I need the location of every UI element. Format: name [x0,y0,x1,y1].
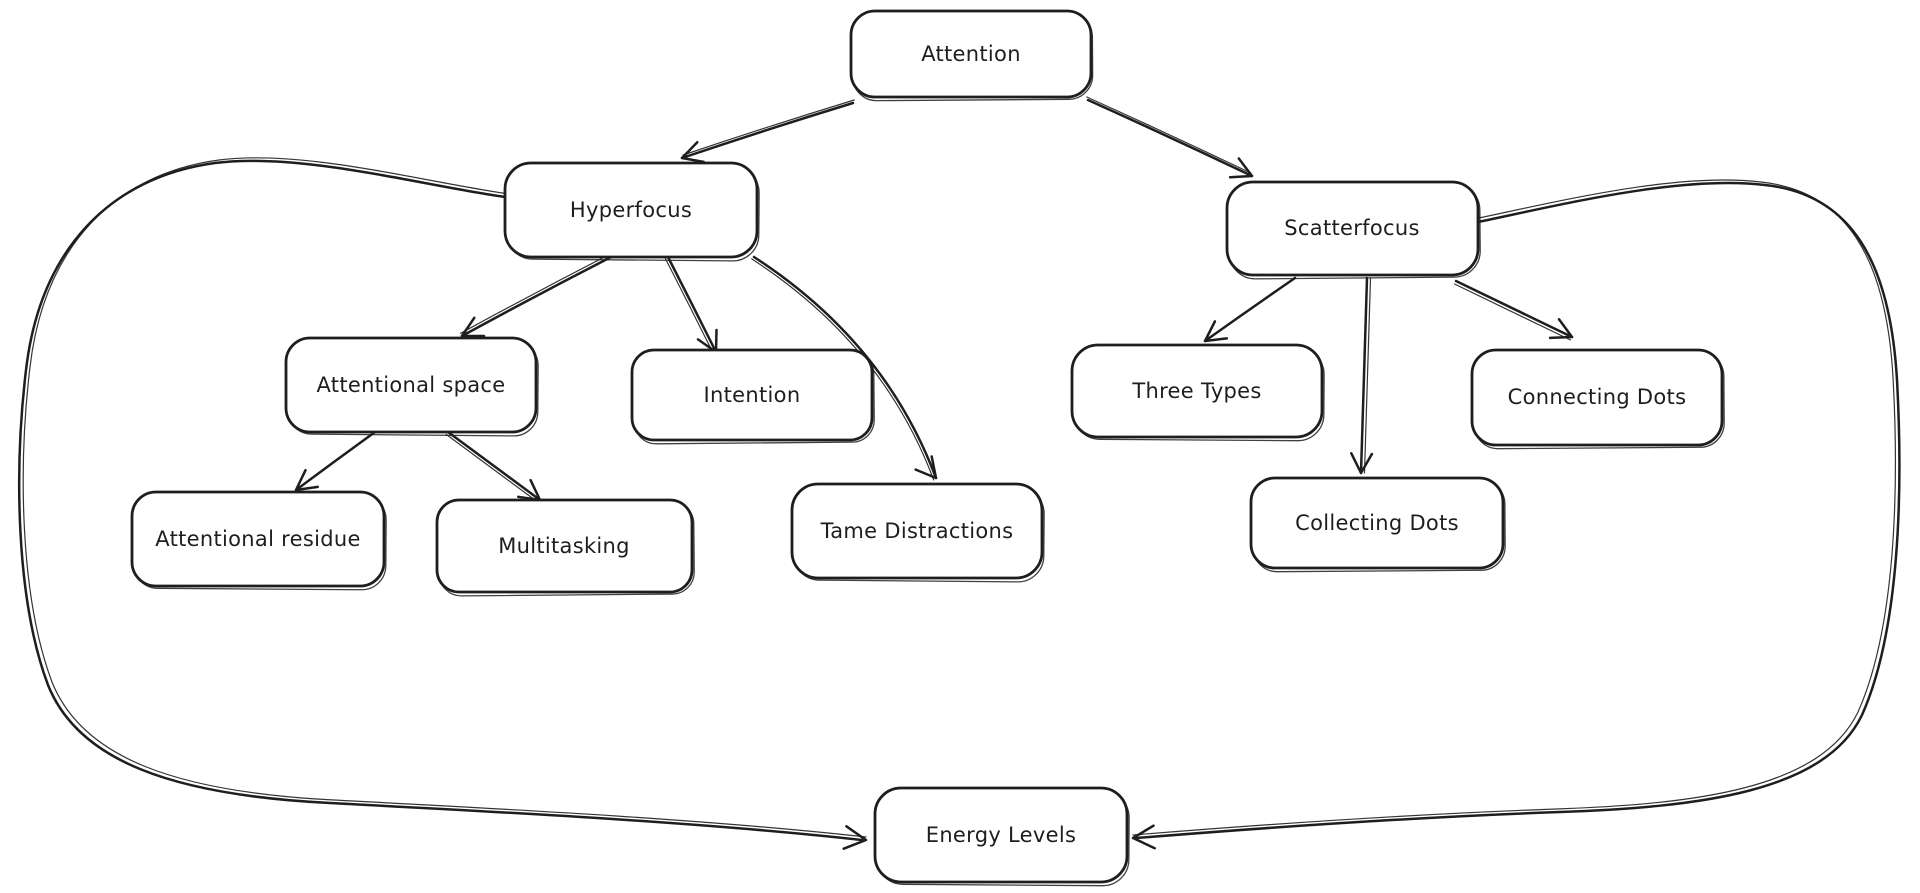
arrowhead [1203,320,1229,343]
node-scatterfocus[interactable]: Scatterfocus [1225,180,1481,280]
node-intention-label: Intention [704,383,801,407]
node-collecting-dots[interactable]: Collecting Dots [1249,476,1506,573]
node-attentional-space-label: Attentional space [316,373,505,397]
edge-hyperfocus-intention[interactable] [664,255,718,354]
node-attentional-residue[interactable]: Attentional residue [130,490,387,591]
node-multitasking[interactable]: Multitasking [435,498,695,597]
node-energy-levels[interactable]: Energy Levels [873,786,1130,887]
edge-attentional-space-attentional-residue[interactable] [294,430,377,492]
node-attention-label: Attention [921,42,1021,66]
arrowhead [1228,157,1254,179]
node-connecting-dots[interactable]: Connecting Dots [1470,348,1725,450]
edge-hyperfocus-attentional-space[interactable] [460,252,615,338]
node-connecting-dots-label: Connecting Dots [1508,385,1687,409]
node-collecting-dots-label: Collecting Dots [1295,511,1459,535]
edge-attention-hyperfocus[interactable] [680,99,855,164]
arrowhead [1548,318,1574,340]
node-tame-distractions[interactable]: Tame Distractions [790,482,1045,583]
node-hyperfocus[interactable]: Hyperfocus [503,161,760,262]
node-scatterfocus-label: Scatterfocus [1284,216,1419,240]
arrowhead [914,455,938,480]
node-attention[interactable]: Attention [849,9,1094,102]
edge-scatterfocus-three-types[interactable] [1203,276,1297,343]
edge-scatterfocus-collecting-dots[interactable] [1350,276,1374,475]
node-three-types-label: Three Types [1131,379,1261,403]
arrowhead [680,140,705,164]
edge-scatterfocus-energy-levels[interactable] [1131,179,1901,850]
node-attentional-space[interactable]: Attentional space [284,336,539,437]
node-hyperfocus-label: Hyperfocus [570,198,692,222]
arrowhead [1131,824,1156,850]
node-energy-levels-label: Energy Levels [926,823,1076,847]
edge-hyperfocus-energy-levels[interactable] [18,157,868,850]
node-tame-distractions-label: Tame Distractions [820,519,1014,543]
node-multitasking-label: Multitasking [498,534,630,558]
node-intention[interactable]: Intention [630,348,875,445]
arrowhead [842,825,868,850]
arrowhead [460,316,486,338]
edge-scatterfocus-connecting-dots[interactable] [1453,279,1574,341]
edge-attention-scatterfocus[interactable] [1086,96,1254,179]
node-attentional-residue-label: Attentional residue [155,527,360,551]
edge-attentional-space-multitasking[interactable] [445,430,542,504]
node-three-types[interactable]: Three Types [1070,343,1325,442]
arrowhead [294,468,319,492]
arrowhead [1350,452,1374,475]
